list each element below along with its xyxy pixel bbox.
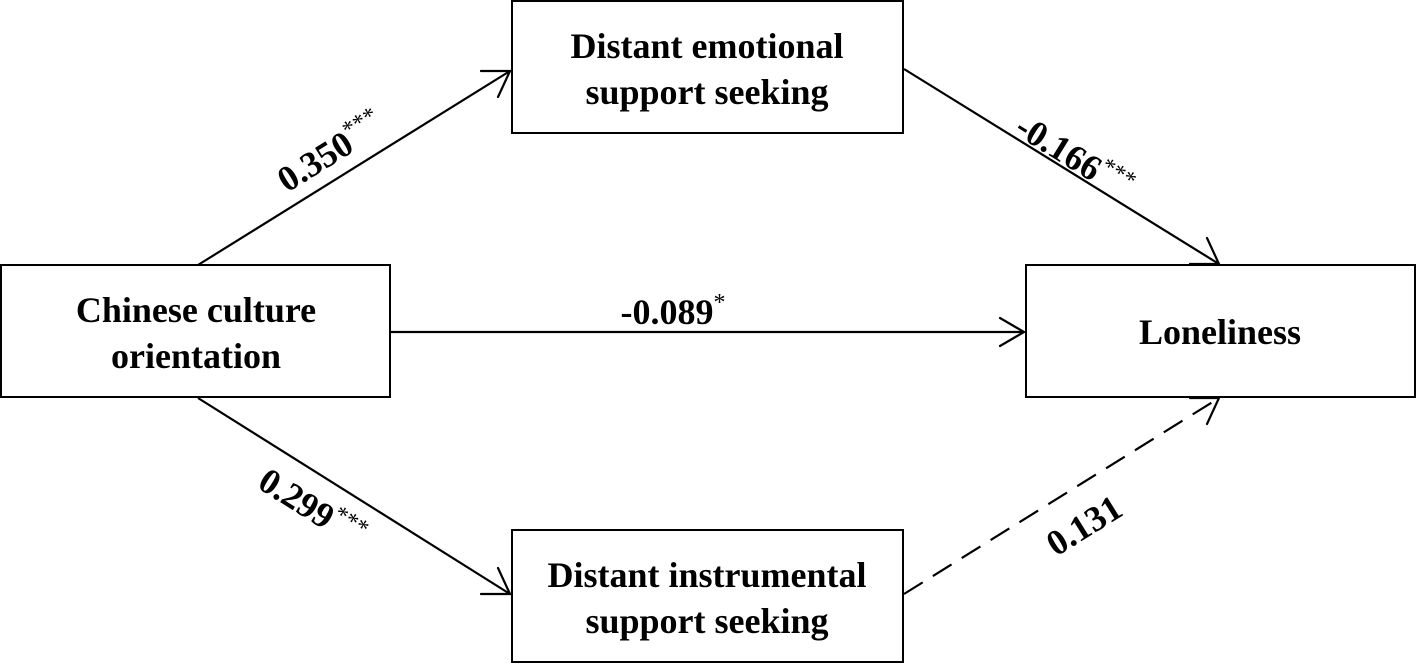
node-label-line-2: support seeking [585,601,828,641]
path-b1-arrow [903,68,1221,266]
path-a2-coef: 0.299 [252,460,342,537]
path-c-prime-coef: -0.089 [621,292,714,332]
path-b2-coefficient: 0.131 [1039,487,1129,564]
path-c-prime-sig: * [714,290,726,316]
node-label-line-1: Loneliness [1139,312,1301,352]
path-c-prime-coefficient: -0.089* [621,290,726,332]
node-label-line-1: Distant instrumental [547,555,866,595]
arrowhead-icon [998,316,1027,348]
node-loneliness: Loneliness [1025,264,1416,398]
node-label-line-2: orientation [111,336,281,376]
node-label-line-2: support seeking [585,72,828,112]
arrowhead-icon [1188,396,1221,426]
path-b1-coef: -0.166 [1009,106,1109,189]
path-a1-coefficient: 0.350*** [269,102,391,199]
path-a1-arrow [197,69,512,266]
path-a2-arrow [197,397,512,596]
node-label-line-1: Distant emotional [571,26,844,66]
path-b1-coefficient: -0.166*** [1009,104,1141,208]
arrowhead-icon [1188,236,1221,266]
path-b2-arrow [903,396,1221,595]
node-distant-emotional-support-seeking: Distant emotional support seeking [511,0,904,134]
path-b2-coef: 0.131 [1039,487,1129,564]
arrowhead-icon [479,566,512,596]
path-a2-coefficient: 0.299*** [252,458,373,556]
path-c-prime-arrow [391,316,1027,348]
arrowhead-icon [479,69,512,99]
node-chinese-culture-orientation: Chinese culture orientation [0,264,391,398]
node-label-line-1: Chinese culture [76,290,316,330]
node-distant-instrumental-support-seeking: Distant instrumental support seeking [511,529,904,663]
